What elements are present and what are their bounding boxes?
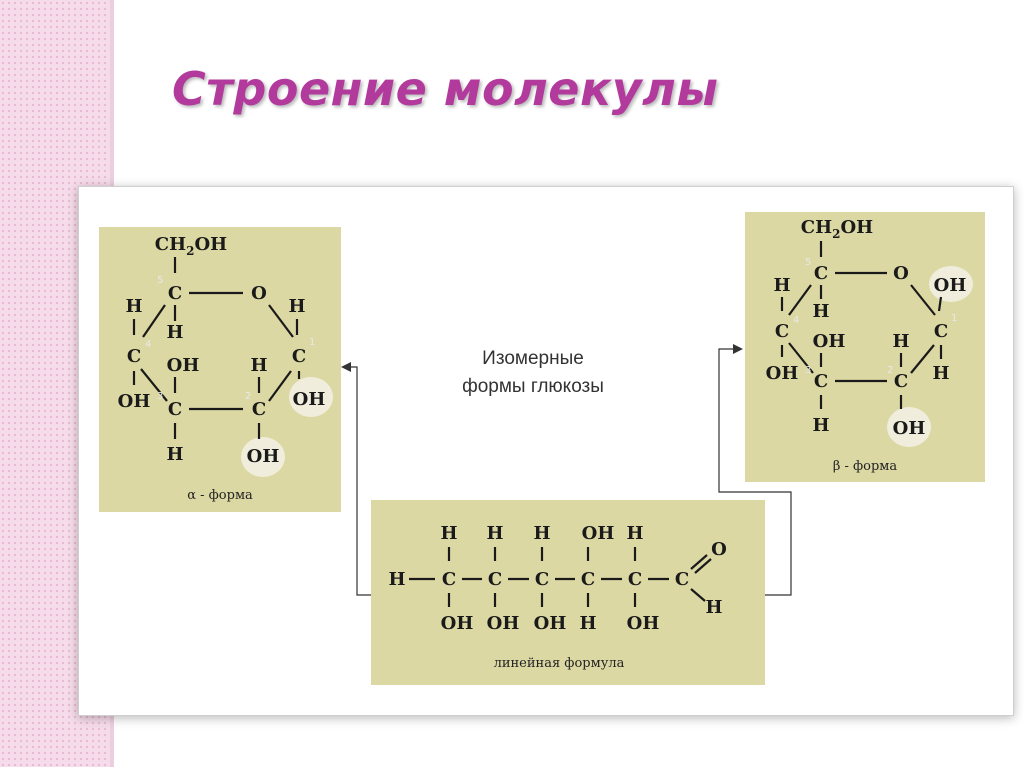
beta-carbon-2: C	[894, 371, 908, 392]
beta-caption: β - форма	[833, 459, 898, 474]
linear-carbon-5: C	[628, 569, 642, 590]
beta-number-3: 3	[805, 365, 811, 376]
linear-aldehyde-oxygen: O	[711, 539, 727, 560]
center-label-line-2: формы глюкозы	[462, 376, 604, 397]
alpha-carbon-5: C	[168, 283, 182, 304]
alpha-highlight-c2	[241, 437, 285, 477]
beta-form-panel: CH2OH C 5 O H H OH C 4 C 1 OH H OH H C 3…	[745, 212, 985, 482]
connector-arrows	[341, 344, 792, 596]
arrow-head-alpha	[341, 362, 351, 372]
alpha-number-1: 1	[309, 337, 315, 348]
arrow-to-beta	[718, 348, 792, 596]
alpha-hydroxyl-c3-top: OH	[167, 355, 200, 376]
beta-ring-oxygen: O	[893, 263, 909, 284]
alpha-carbon-1: C	[292, 346, 306, 367]
alpha-hydroxyl-c1: OH	[293, 389, 326, 410]
linear-formula-panel: H H H OH H H C C C C C C O H	[371, 500, 765, 685]
alpha-hydroxyl-c4: OH	[118, 391, 151, 412]
linear-bottom-3: OH	[534, 613, 567, 634]
figure-frame: Изомерные формы глюкозы CH2OH C O 5 H H …	[78, 186, 1014, 716]
beta-carbon-3: C	[814, 371, 828, 392]
slide-title: Строение молекулы	[172, 62, 719, 116]
linear-top-5: H	[626, 523, 643, 544]
linear-top-2: H	[486, 523, 503, 544]
beta-hydroxyl-c1: OH	[934, 275, 967, 296]
alpha-ring-oxygen: O	[251, 283, 267, 304]
linear-carbon-2: C	[488, 569, 502, 590]
svg-text:H: H	[166, 322, 183, 343]
linear-top-3: H	[533, 523, 550, 544]
linear-caption: линейная формула	[494, 656, 625, 671]
linear-bottom-4: H	[579, 613, 596, 634]
arrow-head-beta	[733, 344, 743, 354]
linear-panel-bg	[371, 500, 765, 685]
alpha-panel-bg	[99, 227, 341, 512]
alpha-caption: α - форма	[187, 488, 253, 503]
linear-carbon-1: C	[442, 569, 456, 590]
linear-bottom-5: OH	[627, 613, 660, 634]
linear-carbon-6: C	[675, 569, 689, 590]
linear-carbon-4: C	[581, 569, 595, 590]
beta-number-4: 4	[793, 315, 799, 326]
linear-top-1: H	[440, 523, 457, 544]
beta-number-1: 1	[951, 313, 957, 324]
linear-aldehyde-hydrogen: H	[705, 597, 722, 618]
alpha-carbon-2: C	[252, 399, 266, 420]
alpha-number-3: 3	[157, 391, 163, 402]
svg-text:H: H	[932, 363, 949, 384]
linear-top-4: OH	[582, 523, 615, 544]
svg-text:H: H	[892, 331, 909, 352]
alpha-number-5: 5	[157, 275, 163, 286]
svg-text:H: H	[288, 296, 305, 317]
beta-carbon-4: C	[775, 321, 789, 342]
beta-hydroxyl-c2: OH	[893, 418, 926, 439]
alpha-hydroxyl-c2: OH	[247, 446, 280, 467]
alpha-carbon-4: C	[127, 346, 141, 367]
alpha-carbon-3: C	[168, 399, 182, 420]
center-label-line-1: Изомерные	[482, 348, 584, 369]
beta-panel-bg	[745, 212, 985, 482]
linear-bottom-1: OH	[441, 613, 474, 634]
beta-number-2: 2	[887, 365, 893, 376]
linear-bottom-2: OH	[487, 613, 520, 634]
svg-text:H: H	[812, 301, 829, 322]
svg-text:H: H	[125, 296, 142, 317]
svg-text:H: H	[166, 444, 183, 465]
svg-text:H: H	[812, 415, 829, 436]
beta-carbon-1: C	[934, 321, 948, 342]
linear-chain-h: H	[388, 569, 405, 590]
beta-carbon-5: C	[814, 263, 828, 284]
beta-highlight-c1	[929, 266, 973, 302]
alpha-form-panel: CH2OH C O 5 H H H C 4 C 1 OH H OH OH C 3…	[99, 227, 341, 512]
beta-highlight-c2	[887, 407, 931, 447]
linear-carbon-3: C	[535, 569, 549, 590]
svg-text:H: H	[773, 275, 790, 296]
svg-text:H: H	[250, 355, 267, 376]
alpha-number-2: 2	[245, 391, 251, 402]
arrow-to-alpha	[349, 366, 371, 596]
beta-hydroxyl-c3-top: OH	[813, 331, 846, 352]
glucose-isomers-diagram: Изомерные формы глюкозы CH2OH C O 5 H H …	[99, 212, 985, 685]
alpha-number-4: 4	[145, 339, 151, 350]
beta-hydroxyl-c4: OH	[766, 363, 799, 384]
beta-number-5: 5	[805, 257, 811, 268]
alpha-highlight-c1	[289, 377, 333, 417]
